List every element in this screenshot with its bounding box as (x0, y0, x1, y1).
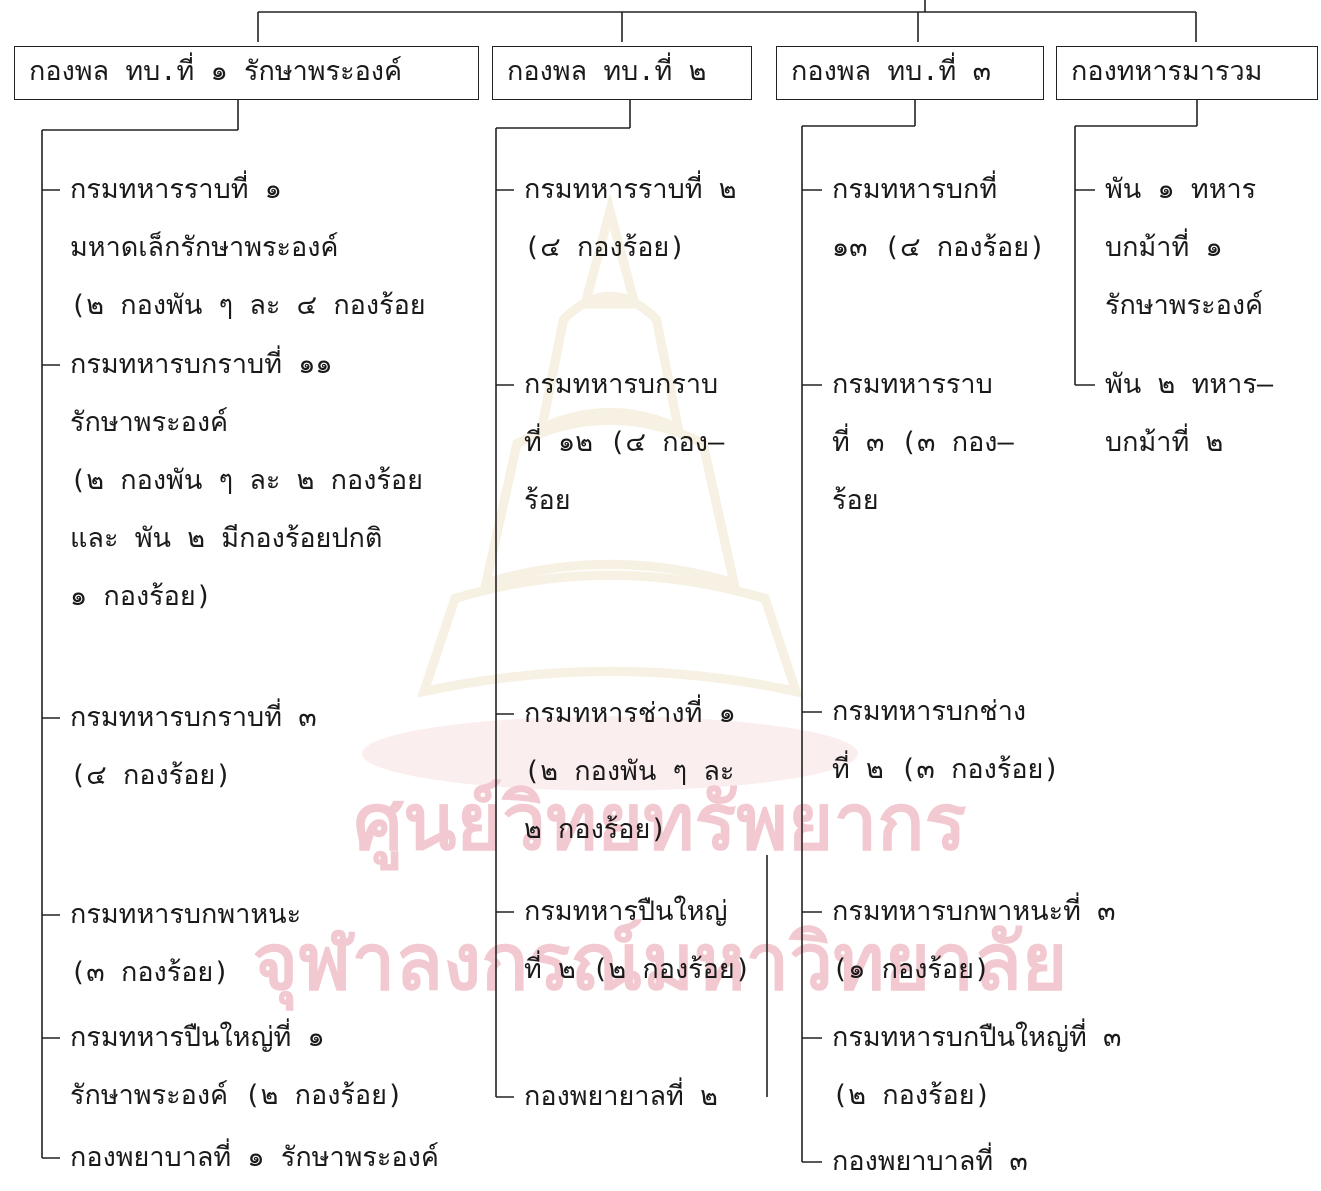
list-item: กองพยาบาลที่ ๓ (832, 1146, 1028, 1177)
list-item: กรมทหารปืนใหญ่ที่ ๑รักษาพระองค์ (๒ กองร้… (70, 1022, 404, 1111)
list-item: กรมทหารราบที่ ๒(๔ กองร้อย) (524, 174, 737, 263)
list-item: พัน ๒ ทหาร–บกม้าที่ ๒ (1105, 369, 1274, 458)
list-item: กรมทหารช่างที่ ๑(๒ กองพัน ๆ ละ๒ กองร้อย) (524, 698, 736, 845)
header-combined-troops: กองทหารมารวม (1056, 46, 1318, 100)
header-division-3: กองพล ทบ.ที่ ๓ (776, 46, 1044, 100)
header-division-2: กองพล ทบ.ที่ ๒ (492, 46, 752, 100)
list-item: กรมทหารราบที่ ๑มหาดเล็กรักษาพระองค์(๒ กอ… (70, 174, 426, 321)
list-item: กรมทหารบกที่๑๓ (๔ กองร้อย) (832, 174, 1046, 263)
list-item: กรมทหารราบที่ ๓ (๓ กอง–ร้อย (832, 369, 1014, 516)
list-item: กรมทหารบกพาหนะ(๓ กองร้อย) (70, 899, 302, 988)
list-item: กรมทหารบกช่างที่ ๒ (๓ กองร้อย) (832, 696, 1060, 785)
list-item: กองพยาบาลที่ ๑ รักษาพระองค์ (70, 1142, 439, 1173)
list-item: กรมทหารบกราบที่ ๓(๔ กองร้อย) (70, 702, 317, 791)
list-item: พัน ๑ ทหารบกม้าที่ ๑รักษาพระองค์ (1105, 174, 1264, 321)
header-division-1: กองพล ทบ.ที่ ๑ รักษาพระองค์ (14, 46, 479, 100)
list-item: กรมทหารบกปืนใหญ่ที่ ๓(๒ กองร้อย) (832, 1022, 1122, 1111)
list-item: กรมทหารบกราบที่ ๑๑รักษาพระองค์(๒ กองพัน … (70, 349, 423, 612)
list-item: กองพยายาลที่ ๒ (524, 1081, 718, 1112)
list-item: กรมทหารบกพาหนะที่ ๓(๑ กองร้อย) (832, 896, 1116, 985)
list-item: กรมทหารบกราบที่ ๑๒ (๔ กอง–ร้อย (524, 369, 725, 516)
list-item: กรมทหารปืนใหญ่ที่ ๒ (๒ กองร้อย) (524, 896, 751, 985)
